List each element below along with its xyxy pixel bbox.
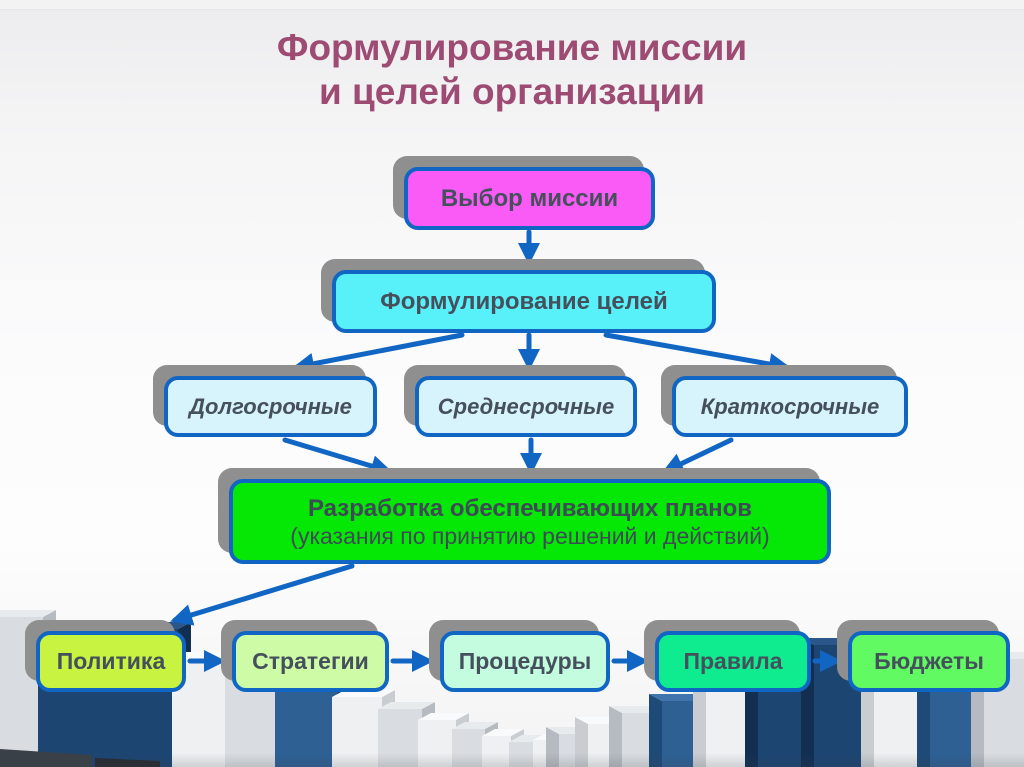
node-mid-term-label: Среднесрочные [437, 393, 615, 419]
node-budgets-label: Бюджеты [874, 648, 984, 674]
node-short-term: Краткосрочные [672, 376, 908, 437]
arrow-goals-long [292, 332, 465, 375]
node-procedures: Процедуры [440, 631, 610, 692]
node-plans-label: Разработка обеспечивающих планов [307, 494, 753, 522]
page-title-line2: и целей организации [319, 71, 705, 112]
node-long-term: Долгосрочные [164, 376, 377, 437]
arrow-long-plans [282, 437, 393, 477]
node-goals: Формулирование целей [332, 270, 716, 333]
node-mission-label: Выбор миссии [440, 184, 619, 212]
node-strategies: Стратегии [232, 631, 389, 692]
node-policy: Политика [36, 631, 186, 692]
node-rules: Правила [655, 631, 811, 692]
node-policy-label: Политика [56, 648, 166, 674]
node-short-term-label: Краткосрочные [700, 393, 880, 419]
node-rules-label: Правила [683, 648, 783, 674]
node-long-term-label: Долгосрочные [189, 393, 352, 419]
arrow-short-plans [661, 437, 734, 474]
page-title-line1: Формулирование миссии [276, 27, 748, 68]
arrow-goals-short [603, 332, 791, 375]
node-goals-label: Формулирование целей [380, 287, 668, 315]
node-mid-term: Среднесрочные [415, 376, 637, 437]
page-title: Формулирование миссии и целей организаци… [0, 26, 1024, 114]
node-mission: Выбор миссии [404, 167, 655, 230]
node-procedures-label: Процедуры [458, 648, 592, 674]
top-band [0, 0, 1024, 10]
node-budgets: Бюджеты [848, 631, 1010, 692]
node-plans-sublabel: (указания по принятию решений и действий… [290, 522, 770, 549]
node-strategies-label: Стратегии [252, 648, 369, 674]
ground-shade [0, 753, 1024, 767]
node-plans: Разработка обеспечивающих планов (указан… [229, 479, 831, 564]
